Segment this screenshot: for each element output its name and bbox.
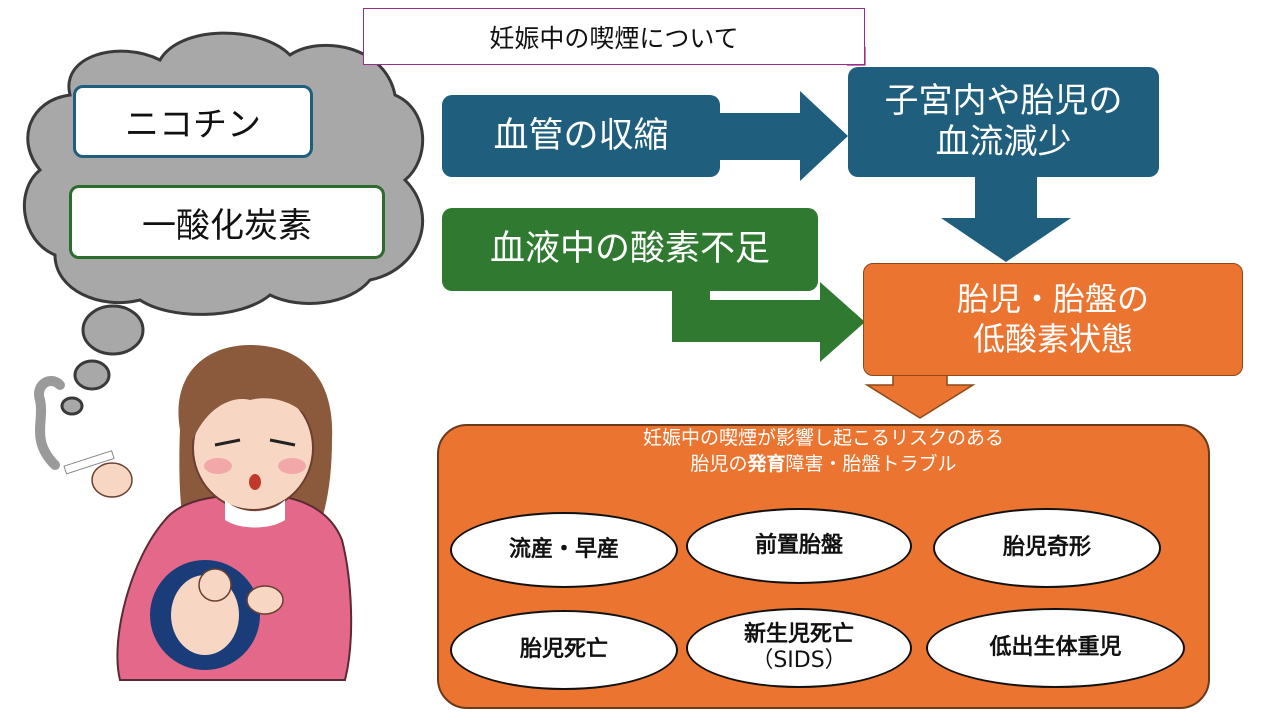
hypoxia-line1: 胎児・胎盤の xyxy=(956,280,1149,319)
pregnant-woman-smoking xyxy=(63,345,353,681)
risk-heading-part-b: 発育 xyxy=(747,452,786,475)
risk-fetal-malformation: 胎児奇形 xyxy=(933,508,1161,588)
hypoxia-box: 胎児・胎盤の 低酸素状態 xyxy=(863,263,1243,376)
risk-heading-line1: 妊娠中の喫煙が影響し起こるリスクのある xyxy=(642,427,1004,449)
carbon-monoxide-label: 一酸化炭素 xyxy=(69,185,385,259)
risk-item-label: 胎児奇形 xyxy=(1002,534,1091,560)
risk-heading-part-a: 胎児の xyxy=(690,452,748,475)
oxygen-shortage-box: 血液中の酸素不足 xyxy=(442,208,818,291)
risk-item-sublabel: （SIDS） xyxy=(751,648,847,673)
arrow-bloodflow-to-hypoxia xyxy=(941,177,1071,262)
risk-heading-part-c: 障害・胎盤トラブル xyxy=(785,452,957,475)
hypoxia-line2: 低酸素状態 xyxy=(972,319,1133,358)
reduced-blood-flow-box: 子宮内や胎児の 血流減少 xyxy=(848,67,1159,177)
risk-placenta-previa: 前置胎盤 xyxy=(686,508,912,584)
risk-heading-line2: 胎児の発育障害・胎盤トラブル xyxy=(437,452,1210,478)
risk-fetal-death: 胎児死亡 xyxy=(450,610,678,690)
bloodflow-line2: 血流減少 xyxy=(935,122,1072,162)
risk-neonatal-death-sids: 新生児死亡 （SIDS） xyxy=(686,608,912,688)
smoke xyxy=(34,376,65,470)
bloodflow-line1: 子宮内や胎児の xyxy=(884,80,1123,121)
risk-item-label: 新生児死亡 xyxy=(743,621,854,647)
risk-heading: 妊娠中の喫煙が影響し起こるリスクのある 胎児の発育障害・胎盤トラブル xyxy=(437,426,1210,477)
risk-miscarriage-preterm: 流産・早産 xyxy=(450,512,678,588)
risk-item-label: 前置胎盤 xyxy=(754,532,843,558)
page-title: 妊娠中の喫煙について xyxy=(363,8,865,65)
risk-item-label: 低出生体重児 xyxy=(989,634,1122,660)
arrow-vaso-to-bloodflow xyxy=(720,91,848,181)
arrow-oxygen-to-hypoxia xyxy=(672,282,865,362)
risk-low-birth-weight: 低出生体重児 xyxy=(926,608,1185,688)
vasoconstriction-box: 血管の収縮 xyxy=(442,95,720,177)
nicotine-label: ニコチン xyxy=(73,85,313,158)
risk-item-label: 胎児死亡 xyxy=(519,636,608,662)
risk-item-label: 流産・早産 xyxy=(508,536,619,562)
